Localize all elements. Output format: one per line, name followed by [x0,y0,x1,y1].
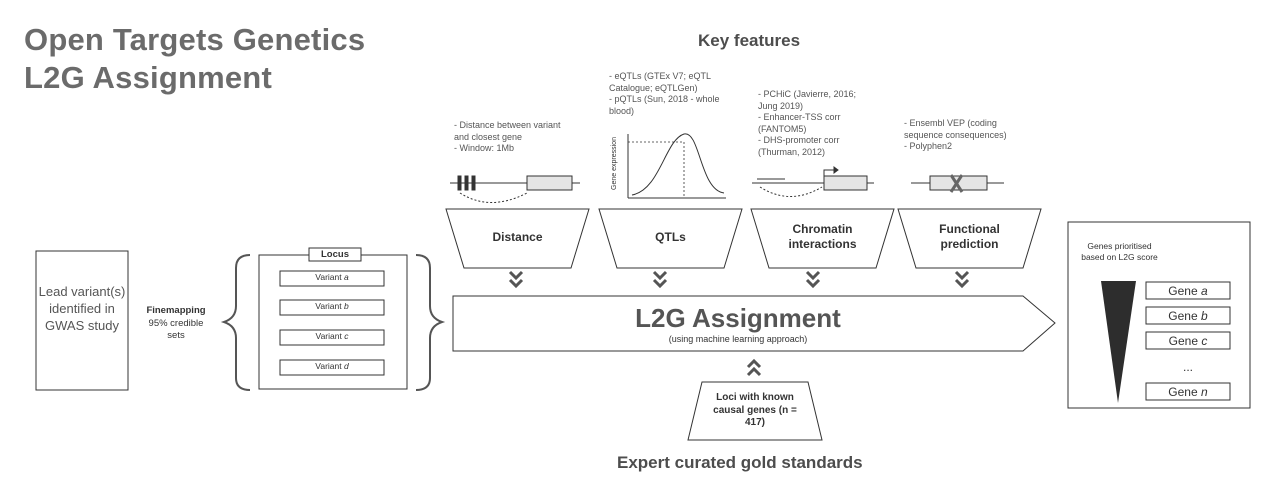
chromatin-label: Chromatin interactions [788,222,857,251]
chromatin-description: - PCHiC (Javierre, 2016; Jung 2019) - En… [758,89,878,158]
l2g-title: L2G Assignment [635,303,841,333]
genes-prioritised-label: Genes prioritised based on L2G score [1081,241,1158,262]
functional-label: Functional prediction [939,222,1000,251]
chevron-up-icon [746,358,762,377]
finemapping-label: Finemapping [146,305,206,316]
gold-standard-trapezoid [687,381,823,441]
variant-letter: b [343,301,349,311]
distance-description: - Distance between variant and closest g… [454,120,574,155]
gene-letter: a [1201,284,1208,298]
variant-label: Variant c [280,331,384,341]
key-features-heading: Key features [698,31,801,50]
right-brace [415,254,446,391]
variant-letter: d [343,361,349,371]
gene-box [1145,306,1231,325]
gene-letter: n [1201,385,1208,399]
variant-box [279,359,385,376]
gene-label: Gene b [1146,309,1230,323]
functional-description: - Ensembl VEP (coding sequence consequen… [904,118,1034,153]
distance-desc-line: - Distance between variant and closest g… [454,120,561,153]
variant-label: Variant b [280,301,384,311]
gene-prefix: Gene [1168,334,1202,348]
gene-box [1145,382,1231,401]
gene-prefix: Gene [1168,309,1201,323]
lead-variant-box [35,250,129,391]
chevron-down-icon [508,270,524,289]
qtl-desc-line: - eQTLs (GTEx V7; eQTL Catalogue; eQTLGe… [609,71,720,116]
functional-desc-line: - Ensembl VEP (coding sequence consequen… [904,118,1007,151]
distance-gene-icon [450,175,580,203]
functional-trapezoid [897,208,1042,269]
gene-letter: ... [1182,360,1193,374]
qtl-ylabel: Gene expression [610,137,618,190]
variant-prefix: Variant [315,361,344,371]
locus-label: Locus [321,249,349,260]
variant-label: Variant a [280,272,384,282]
gene-box [1145,331,1231,350]
qtls-trapezoid [598,208,743,269]
chevron-down-icon [652,270,668,289]
qtls-label: QTLs [655,230,686,244]
prioritisation-wedge [1101,281,1136,403]
gene-prefix: Gene [1168,385,1201,399]
gene-box [1145,281,1231,300]
variant-prefix: Variant [315,331,345,341]
gene-ellipsis: ... [1146,360,1230,374]
qtl-description: - eQTLs (GTEx V7; eQTL Catalogue; eQTLGe… [609,71,739,117]
l2g-assignment-arrow [452,295,1056,352]
lead-variant-text: Lead variant(s) identified in GWAS study [38,284,126,333]
qtl-chart-icon [627,133,726,199]
distance-trapezoid [445,208,590,269]
l2g-subtitle: (using machine learning approach) [668,334,808,344]
gold-standards-heading: Expert curated gold standards [617,453,863,472]
finemapping-desc: 95% credible sets [148,318,204,341]
variant-prefix: Variant [315,272,344,282]
left-brace [220,254,251,391]
chromatin-desc-line: - PCHiC (Javierre, 2016; Jung 2019) - En… [758,89,857,157]
variant-box [279,299,385,316]
variant-label: Variant d [280,361,384,371]
page-title-line2: L2G Assignment [24,60,272,95]
chromatin-trapezoid [750,208,895,269]
functional-gene-icon [911,174,1004,193]
variant-letter: c [344,331,349,341]
distance-label: Distance [492,230,543,244]
gene-letter: b [1201,309,1208,323]
variant-letter: a [343,272,349,282]
gold-standard-box-text: Loci with known causal genes (n = 417) [713,392,797,428]
variant-box [279,329,385,346]
gene-label: Gene n [1146,385,1230,399]
chevron-down-icon [954,270,970,289]
variant-box [279,270,385,287]
gene-label: Gene a [1146,284,1230,298]
variant-prefix: Variant [315,301,344,311]
gene-letter: c [1201,334,1208,348]
chromatin-gene-icon [752,166,874,197]
gene-label: Gene c [1146,334,1230,348]
locus-label-box [308,247,362,262]
chevron-down-icon [805,270,821,289]
page-title-line1: Open Targets Genetics [24,22,366,57]
gene-prefix: Gene [1168,284,1201,298]
